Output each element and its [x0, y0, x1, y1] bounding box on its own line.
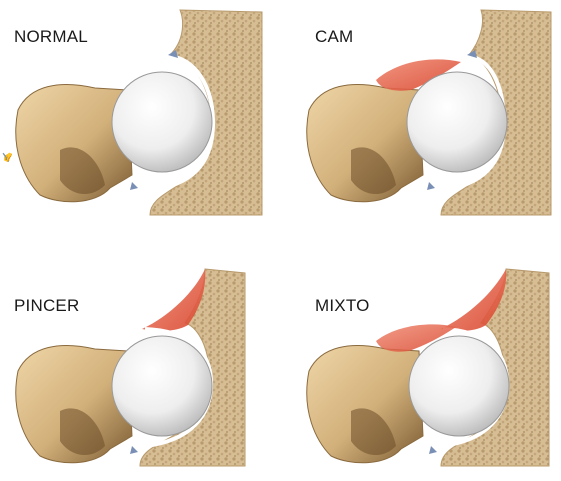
hip-mixto-illustration — [281, 241, 561, 481]
labrum-bottom — [130, 446, 138, 454]
panel-pincer: PINCER — [0, 241, 280, 481]
femoral-head — [409, 336, 509, 436]
panel-label-mixto: MIXTO — [315, 296, 370, 316]
femoral-head — [112, 336, 212, 436]
panel-normal: NORMAL ✍ — [0, 0, 280, 240]
panel-label-pincer: PINCER — [14, 296, 79, 316]
panel-label-cam: CAM — [315, 27, 353, 47]
femoral-head — [112, 72, 212, 172]
labrum-bottom — [429, 446, 437, 454]
hip-pincer-illustration — [0, 241, 280, 481]
panel-mixto: MIXTO — [281, 241, 561, 481]
panel-cam: CAM — [281, 0, 561, 240]
labrum-bottom — [427, 182, 435, 190]
femoral-head — [407, 72, 507, 172]
panel-label-normal: NORMAL — [14, 27, 88, 47]
labrum-bottom — [130, 182, 138, 190]
